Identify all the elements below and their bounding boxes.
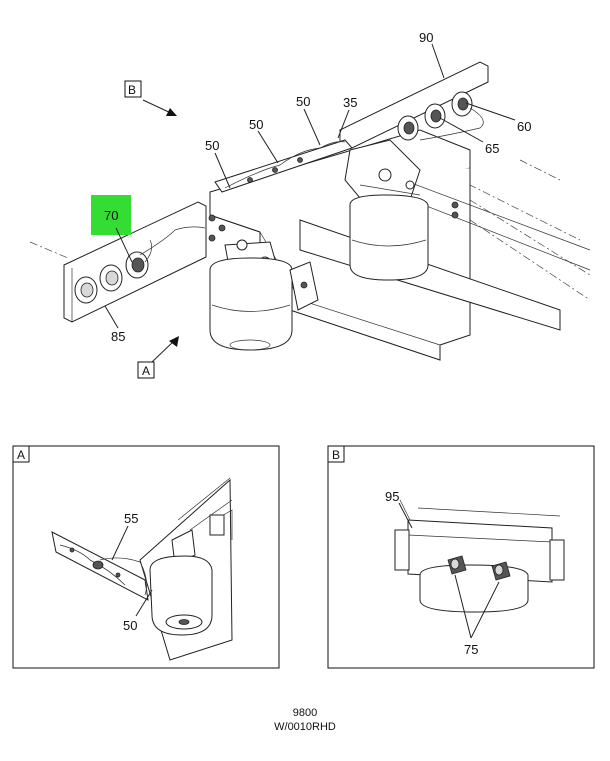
view-label-box-a xyxy=(137,361,155,379)
callout-50: 50 xyxy=(296,94,310,109)
air-spring-front xyxy=(209,239,293,351)
lamp-icon xyxy=(74,276,98,304)
view-arrow-b xyxy=(142,99,177,116)
callout-75: 75 xyxy=(464,642,478,657)
lamp-icon xyxy=(99,264,123,292)
callout-60: 60 xyxy=(517,119,531,134)
callout-50: 50 xyxy=(123,618,137,633)
main-assembly-view: B A 90 50 35 50 50 60 65 70 85 xyxy=(29,30,591,379)
lamp-icon xyxy=(125,251,149,279)
shock-mount xyxy=(289,261,319,311)
detail-view-b: B 95 75 xyxy=(327,445,595,669)
callout-90: 90 xyxy=(419,30,433,45)
callout-70: 70 xyxy=(104,208,118,223)
detail-label-a: A xyxy=(17,448,25,462)
mounting-bracket xyxy=(344,139,459,219)
callout-65: 65 xyxy=(485,141,499,156)
left-light-panel xyxy=(63,201,207,323)
frame-bolts xyxy=(208,214,226,242)
view-label-a: A xyxy=(142,364,150,378)
leader-lines xyxy=(104,43,516,329)
detail-label-b: B xyxy=(332,448,340,462)
callout-highlight xyxy=(91,195,131,235)
lamp-icon xyxy=(451,91,473,117)
drawing-number: 9800 xyxy=(293,707,317,719)
detail-label-box-b xyxy=(327,445,345,463)
callout-85: 85 xyxy=(111,329,125,344)
detail-label-box-a xyxy=(12,445,30,463)
right-light-panel xyxy=(339,61,489,149)
lamp-icon xyxy=(447,555,467,575)
view-label-b: B xyxy=(128,83,136,97)
drawing-code: W/0010RHD xyxy=(274,721,336,733)
lamp-icon xyxy=(424,103,446,129)
detail-view-a: A 55 50 xyxy=(12,445,280,669)
callout-55: 55 xyxy=(124,511,138,526)
lamp-icon xyxy=(397,115,419,141)
callout-35: 35 xyxy=(343,95,357,110)
view-arrow-a xyxy=(151,336,179,363)
callout-50: 50 xyxy=(249,117,263,132)
air-spring-rear xyxy=(349,194,429,281)
view-label-box-b xyxy=(124,80,142,98)
crossmember xyxy=(214,139,353,193)
lamp-icon xyxy=(491,561,511,581)
callout-50: 50 xyxy=(205,138,219,153)
callout-95: 95 xyxy=(385,489,399,504)
